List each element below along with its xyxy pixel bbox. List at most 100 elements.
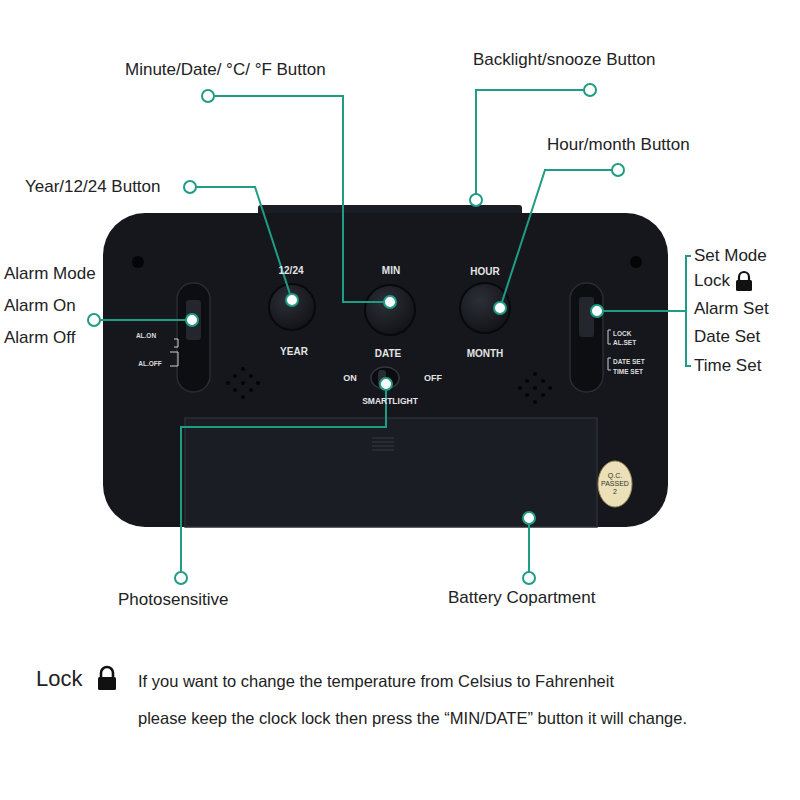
callout-label: Lock	[694, 272, 730, 290]
lock-icon	[736, 272, 752, 291]
screw-hole	[630, 256, 642, 268]
callout-label: Alarm Off	[4, 329, 75, 347]
callout-label: Time Set	[694, 357, 761, 375]
callout-label: Hour/month Button	[547, 136, 690, 154]
leader-line	[196, 187, 290, 294]
callout-label: Photosensitive	[118, 591, 229, 609]
speaker-hole	[249, 388, 253, 392]
speaker-hole	[518, 386, 522, 390]
speaker-hole	[249, 374, 253, 378]
leader-line	[100, 319, 186, 321]
leader-bracket	[603, 256, 691, 366]
note-heading: Lock	[36, 667, 82, 691]
leader-line	[502, 170, 612, 302]
leader-dot	[523, 512, 535, 524]
speaker-hole	[256, 381, 260, 385]
panel-marking: AL.OFF	[138, 360, 161, 368]
cover-grip	[372, 438, 394, 450]
leader-dot	[175, 572, 187, 584]
panel-marking: AL.SET	[613, 339, 636, 347]
sticker-text: Q.C. PASSED 2	[601, 472, 629, 496]
leader-line	[181, 390, 386, 572]
leader-dot	[186, 314, 198, 326]
callout-label: Date Set	[694, 328, 760, 346]
speaker-grid	[518, 372, 552, 404]
battery-cover	[185, 418, 597, 527]
slider-bracket	[170, 339, 178, 366]
callout-label: Alarm Set	[694, 300, 769, 318]
leader-line	[214, 96, 384, 302]
panel-marking: 12/24	[278, 265, 303, 277]
slider-knob	[186, 300, 201, 340]
leader-dot	[612, 164, 624, 176]
leader-dot	[591, 305, 603, 317]
qc-sticker: Q.C. PASSED 2	[597, 460, 633, 508]
callout-label: Set Mode	[694, 247, 767, 265]
panel-marking: YEAR	[280, 346, 308, 358]
panel-marking: LOCK	[613, 330, 631, 338]
sticker-oval	[598, 461, 632, 507]
lock-shackle	[101, 667, 113, 678]
speaker-hole	[541, 379, 545, 383]
speaker-grid	[226, 367, 260, 399]
leader-dot	[494, 302, 506, 314]
lock-body	[98, 677, 116, 690]
callout-label: Minute/Date/ °C/ °F Button	[125, 61, 326, 79]
panel-marking: HOUR	[470, 266, 499, 278]
speaker-hole	[233, 388, 237, 392]
note-text: If you want to change the temperature fr…	[138, 671, 614, 691]
speaker-hole	[525, 379, 529, 383]
speaker-hole	[525, 393, 529, 397]
slider-knob	[579, 297, 594, 337]
callout-label: Alarm On	[4, 297, 76, 315]
speaker-hole	[548, 386, 552, 390]
note-text: please keep the clock lock then press th…	[138, 708, 687, 728]
year-button	[269, 284, 315, 330]
speaker-hole	[233, 374, 237, 378]
speaker-hole	[241, 367, 245, 371]
panel-marking: DATE	[375, 348, 401, 360]
leader-dots	[88, 84, 624, 584]
panel-marking: ON	[343, 373, 357, 383]
clock-body	[103, 213, 668, 527]
leader-line	[528, 524, 530, 572]
lock-shackle	[739, 272, 749, 281]
panel-marking: SMARTLIGHT	[362, 396, 418, 406]
leader-dot	[384, 296, 396, 308]
speaker-hole	[541, 393, 545, 397]
min-button	[365, 285, 415, 335]
hour-button	[460, 283, 510, 333]
lock-icon	[98, 667, 116, 690]
lock-body	[736, 280, 752, 291]
speaker-hole	[533, 372, 537, 376]
callout-label: Battery Copartment	[448, 589, 595, 607]
panel-marking: OFF	[424, 373, 442, 383]
leader-lines	[100, 90, 691, 572]
panel-marking: MONTH	[467, 348, 504, 360]
leader-dot	[286, 294, 298, 306]
speaker-hole	[533, 400, 537, 404]
leader-dot	[470, 194, 482, 206]
panel-marking: AL.ON	[136, 332, 156, 340]
callout-label: Alarm Mode	[4, 265, 96, 283]
leader-dot	[523, 572, 535, 584]
speaker-hole	[241, 381, 245, 385]
smartlight-switch	[371, 367, 399, 389]
speaker-hole	[533, 386, 537, 390]
leader-dot	[202, 90, 214, 102]
mode-slider	[570, 283, 603, 392]
speaker-hole	[226, 381, 230, 385]
callout-label: Year/12/24 Button	[25, 178, 161, 196]
screw-hole	[132, 256, 144, 268]
slider-bracket	[608, 330, 611, 370]
panel-marking: TIME SET	[613, 368, 643, 376]
alarm-slider	[177, 283, 210, 392]
leader-dot	[184, 181, 196, 193]
leader-dot	[584, 84, 596, 96]
panel-marking: MIN	[382, 265, 400, 277]
panel-marking: DATE SET	[613, 358, 645, 366]
callout-label: Backlight/snooze Button	[473, 51, 655, 69]
leader-dot	[88, 314, 100, 326]
speaker-hole	[241, 395, 245, 399]
